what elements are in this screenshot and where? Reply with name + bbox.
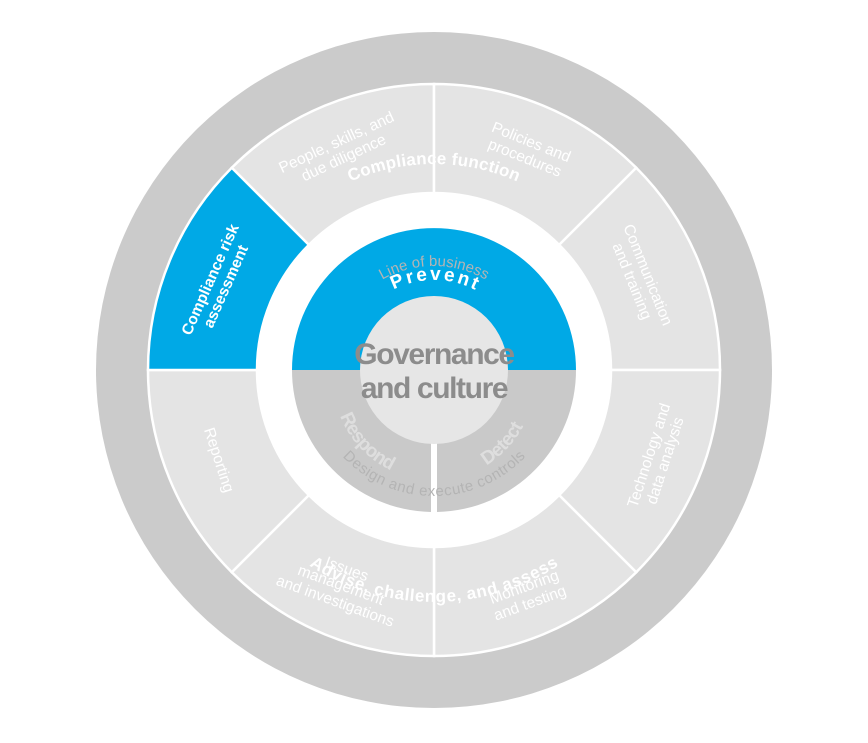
respond-arc[interactable]: [292, 370, 431, 512]
center-title-line2: and culture: [361, 372, 508, 405]
prevent-arc[interactable]: [292, 228, 576, 370]
center-title-line1: Governance: [354, 338, 514, 371]
center-circle: [360, 296, 508, 444]
detect-arc[interactable]: [437, 370, 576, 512]
segment-ring: [146, 82, 722, 658]
